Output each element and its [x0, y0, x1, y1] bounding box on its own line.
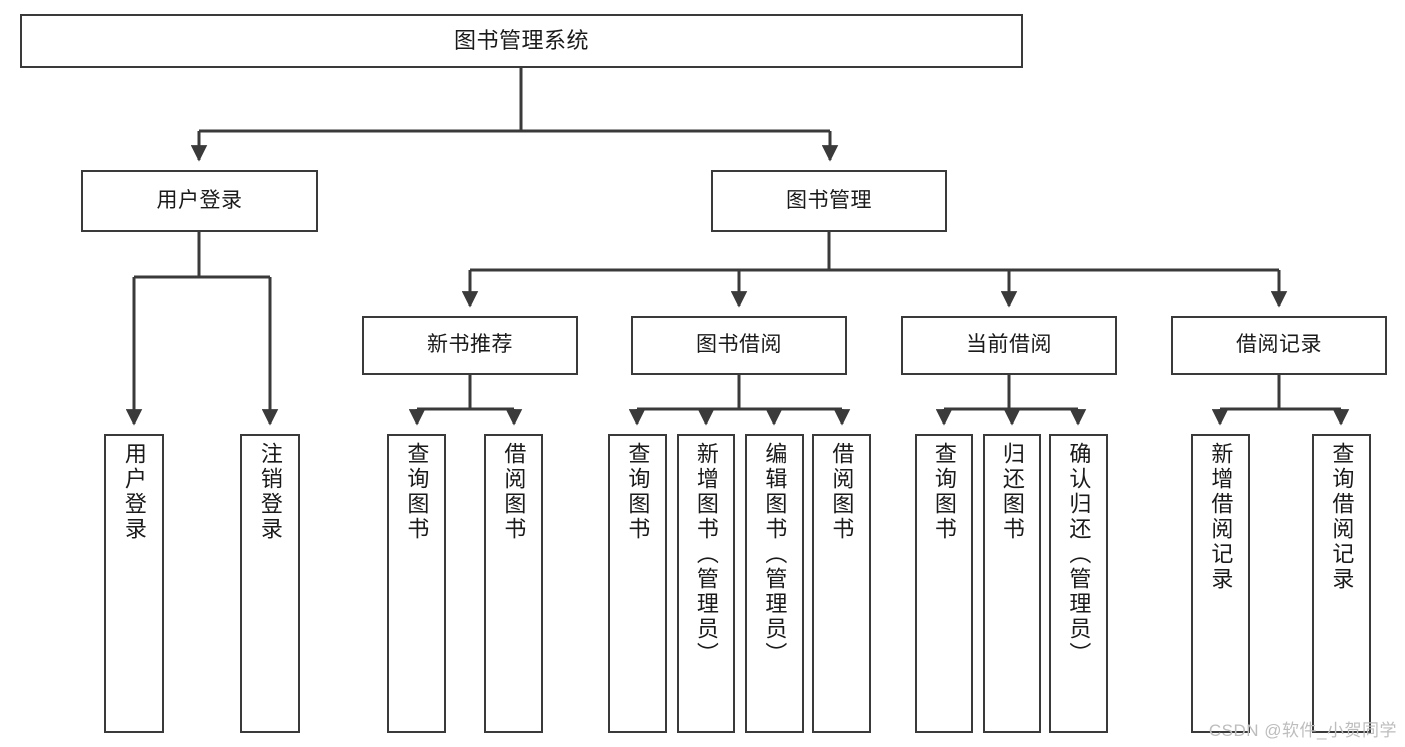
node-leaf-query-borrow-record-label: 查询借阅记录	[1329, 442, 1355, 592]
node-leaf-borrow-book-2-label: 借阅图书	[829, 442, 855, 542]
node-leaf-query-book-2-label: 查询图书	[625, 442, 651, 542]
node-root-label: 图书管理系统	[453, 28, 589, 54]
node-borrow-record[interactable]: 借阅记录	[1171, 316, 1387, 375]
node-new-book-recommend[interactable]: 新书推荐	[362, 316, 578, 375]
node-current-borrow-label: 当前借阅	[966, 333, 1052, 357]
node-borrow-record-label: 借阅记录	[1236, 333, 1322, 357]
node-leaf-borrow-book-1-label: 借阅图书	[501, 442, 527, 542]
node-leaf-query-book-1-label: 查询图书	[404, 442, 430, 542]
node-book-borrow-label: 图书借阅	[696, 333, 782, 357]
node-user-login[interactable]: 用户登录	[81, 170, 318, 232]
node-leaf-confirm-return-label: 确认归还（管理员）	[1066, 442, 1092, 667]
node-book-management-label: 图书管理	[786, 188, 872, 212]
node-leaf-edit-book-label: 编辑图书（管理员）	[762, 442, 788, 667]
node-leaf-add-book-label: 新增图书（管理员）	[693, 442, 719, 667]
node-leaf-borrow-book-1[interactable]: 借阅图书	[484, 434, 543, 733]
node-current-borrow[interactable]: 当前借阅	[901, 316, 1117, 375]
node-leaf-return-book-label: 归还图书	[999, 442, 1025, 542]
node-leaf-add-borrow-record-label: 新增借阅记录	[1208, 442, 1234, 592]
node-leaf-user-login[interactable]: 用户登录	[104, 434, 164, 733]
node-book-borrow[interactable]: 图书借阅	[631, 316, 847, 375]
node-leaf-query-book-2[interactable]: 查询图书	[608, 434, 667, 733]
node-leaf-add-book[interactable]: 新增图书（管理员）	[677, 434, 735, 733]
node-leaf-edit-book[interactable]: 编辑图书（管理员）	[745, 434, 804, 733]
node-user-login-label: 用户登录	[156, 188, 243, 212]
node-leaf-confirm-return[interactable]: 确认归还（管理员）	[1049, 434, 1108, 733]
node-root[interactable]: 图书管理系统	[20, 14, 1023, 68]
node-leaf-logout[interactable]: 注销登录	[240, 434, 300, 733]
node-leaf-logout-label: 注销登录	[257, 442, 283, 542]
node-leaf-user-login-label: 用户登录	[121, 442, 147, 542]
node-leaf-query-book-3[interactable]: 查询图书	[915, 434, 973, 733]
node-leaf-borrow-book-2[interactable]: 借阅图书	[812, 434, 871, 733]
node-new-book-recommend-label: 新书推荐	[427, 333, 513, 357]
node-leaf-query-book-3-label: 查询图书	[931, 442, 957, 542]
node-leaf-query-book-1[interactable]: 查询图书	[387, 434, 446, 733]
node-leaf-return-book[interactable]: 归还图书	[983, 434, 1041, 733]
node-leaf-add-borrow-record[interactable]: 新增借阅记录	[1191, 434, 1250, 733]
node-leaf-query-borrow-record[interactable]: 查询借阅记录	[1312, 434, 1371, 733]
csdn-watermark: CSDN @软件_小贺同学	[1208, 721, 1397, 740]
node-book-management[interactable]: 图书管理	[711, 170, 947, 232]
